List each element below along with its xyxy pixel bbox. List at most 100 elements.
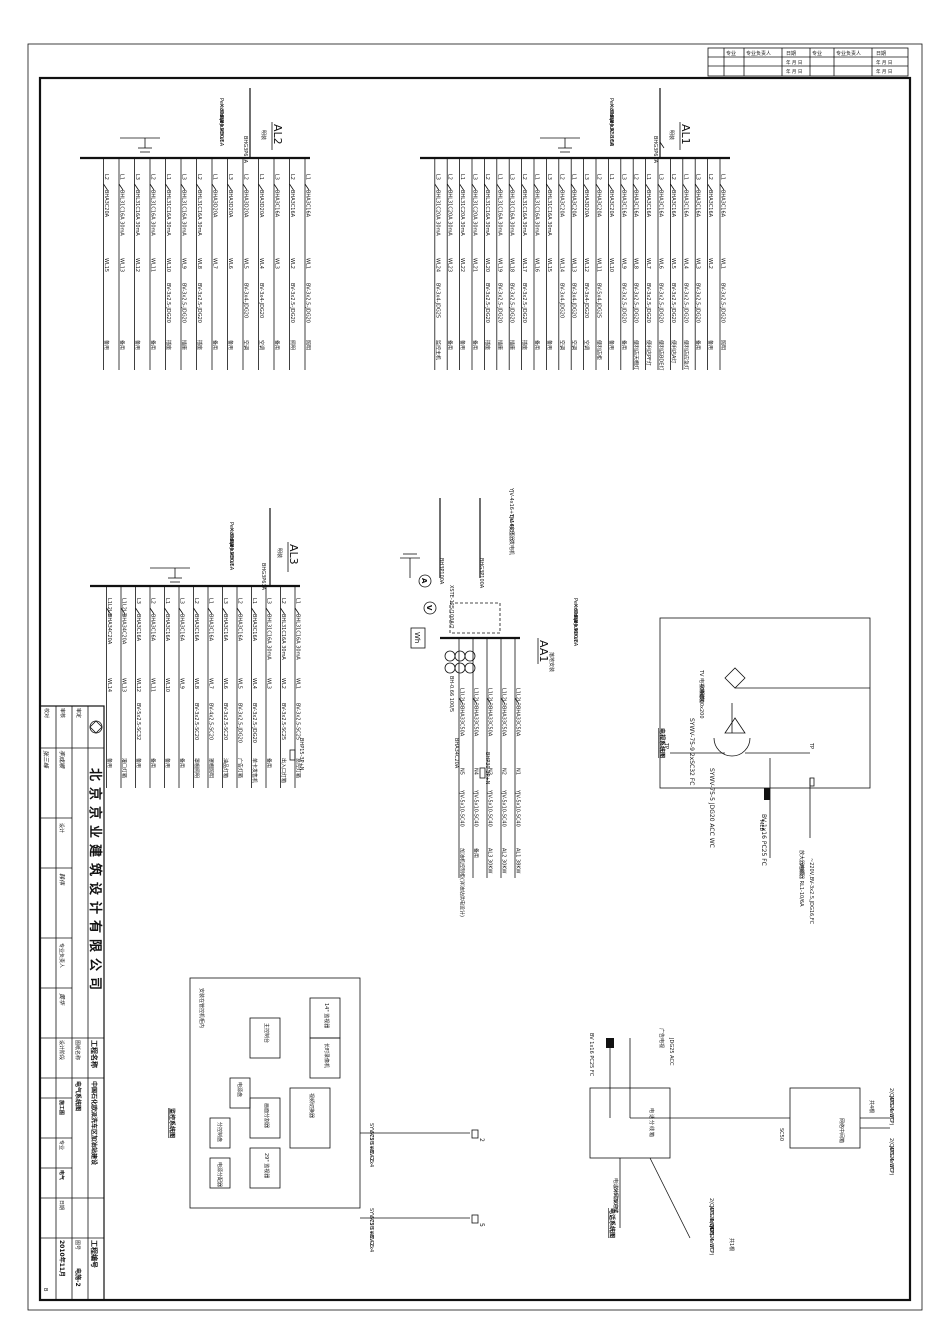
breaker-switch-icon xyxy=(265,607,271,615)
circuit-cable: YJV-5x10-SC40 xyxy=(487,789,493,827)
circuit-cable: BV-3x2.5-JDG20 xyxy=(289,283,295,323)
breaker-switch-icon xyxy=(632,183,638,191)
circuit-phase: L1 xyxy=(645,174,651,180)
al1-param: Cos=0.9 xyxy=(608,110,614,131)
al1-name: AL1 xyxy=(679,124,692,145)
stage-label: 设计阶段 xyxy=(58,1040,65,1060)
circuit-breaker: BHL31C20A 30mA xyxy=(447,190,453,236)
aa1-circuit-row: L1L2L3BHA33C50AN5YJV-5x10-SC40加油机控制柜(详油站… xyxy=(459,638,466,917)
camera-id: 2 xyxy=(478,1138,485,1142)
circuit-cable: BV-3x4-JDG20 xyxy=(571,283,577,318)
al2-param: Ijs=30.5A xyxy=(218,122,224,147)
breaker-switch-icon xyxy=(583,183,588,191)
circuit-breaker: BHA33C50A xyxy=(459,706,465,737)
circuit-id: WL19 xyxy=(496,258,502,272)
cctv-conduit-2: SC25 WC CC xyxy=(368,1216,374,1248)
breaker-switch-icon xyxy=(273,183,279,191)
drawing-title: 电气系统图 xyxy=(74,1081,82,1111)
circuit-id: WL12 xyxy=(135,678,141,692)
al1-param: Pjs=22.8KW xyxy=(608,116,614,146)
circuit-use: 备用 xyxy=(472,340,479,350)
circuit-id: WL17 xyxy=(521,258,527,272)
circuit-phase: L1 xyxy=(165,174,171,180)
aa1-params: Pe=60KW Kx=0.6 Cos=0.9 Pjs=36KW Ijs=60.8… xyxy=(572,598,578,647)
breaker-switch-icon xyxy=(106,607,111,615)
al1-note: 明装 xyxy=(668,130,675,140)
circuit-breaker: BHA3C16A xyxy=(305,190,311,218)
circuit-use: AL2 30KW xyxy=(501,848,507,873)
aa1-ground xyxy=(400,553,420,578)
circuit-use: 备用 xyxy=(266,758,273,768)
circuit-use: 插座 xyxy=(509,340,516,350)
circuit-cable: BV-3x2.5-SC20 xyxy=(222,703,228,740)
breaker-switch-icon xyxy=(521,183,526,191)
circuit-phase: L1 xyxy=(608,174,614,180)
cctv-cable-2: SYV-75-5+BV-2x4 xyxy=(368,1208,374,1252)
date-label: 日期 xyxy=(58,1200,64,1210)
cctv-device: 电源分配器 xyxy=(216,1162,223,1187)
cs-h1: 专业 xyxy=(726,50,736,57)
breaker-switch-icon xyxy=(472,697,478,705)
circuit-phase: L1 xyxy=(571,174,577,180)
al1-circuit-list: L1BHA3C16AWL1BV-3x2.5-JDG20照明L2BHA3C16AW… xyxy=(434,158,726,370)
phone-ground-bar xyxy=(606,1038,614,1048)
circuit-cable: BV-3x2.5-JDG20 xyxy=(670,283,676,323)
circuit-use: AL3 30KW xyxy=(487,848,493,873)
circuit-phase: L3 xyxy=(266,598,272,604)
breaker-switch-icon xyxy=(620,183,626,191)
circuit-id: WL4 xyxy=(682,258,688,269)
cctv-device: 长时录像机 xyxy=(323,1043,330,1068)
circuit-phase: L1 xyxy=(534,174,540,180)
circuit-id: WL18 xyxy=(509,258,515,272)
circuit-use: 便利店天棚灯 xyxy=(633,340,640,370)
circuit-breaker: BHA3C20A xyxy=(571,190,577,218)
circuit-phase: L3 xyxy=(179,598,185,604)
circuit-use: 插座 xyxy=(484,340,491,350)
panel-al2: AL2 明装 BHG3P63A Pe=30KW Kx=0.6 Cos=0.9 P… xyxy=(80,88,311,370)
cs-h3: 日期 xyxy=(786,51,796,57)
al1-params: Pe=38KW Kx=0.6 Cos=0.9 Pjs=22.8KW Ijs=38… xyxy=(608,98,614,147)
cctv-device: 分控制盘 xyxy=(216,1122,223,1142)
circuit-cable: BV-3x2.5-JDG20 xyxy=(251,703,257,743)
circuit-breaker: BHL31C16A 30mA xyxy=(150,190,156,236)
aa1-param: Pjs=36KW xyxy=(572,616,578,642)
cs-h4: 专业 xyxy=(812,50,822,57)
phone-note-2: 共1根 xyxy=(728,1238,735,1251)
circuit-phase: L2 xyxy=(196,174,202,180)
circuit-breaker: BHA3C16A xyxy=(682,190,688,218)
cctv-main-console xyxy=(249,1017,281,1059)
circuit-use: 备用 xyxy=(608,340,615,350)
circuit-id: WL2 xyxy=(707,258,713,269)
circuit-breaker: BHL31C16A 30mA xyxy=(295,614,301,660)
circuit-id: WL3 xyxy=(695,258,701,269)
breaker-switch-icon xyxy=(719,183,725,191)
breaker-switch-icon xyxy=(236,607,242,615)
aa1-ats-label: XSTE-125/100A/2 xyxy=(448,585,454,629)
al1-param: Ijs=38.5A xyxy=(608,122,614,147)
al1-param: Kx=0.6 xyxy=(608,104,614,122)
circuit-use: 罩棚照明 xyxy=(193,758,200,778)
circuit-breaker: BHA3C16A xyxy=(620,190,626,218)
cctv-caption: 监控系统图 xyxy=(168,1108,176,1138)
circuit-breaker: BHA3C16A xyxy=(179,614,185,642)
circuit-cable: BV-3x2.5-SC20 xyxy=(193,703,199,740)
circuit-cable: BV-3x4-JDG20 xyxy=(243,283,249,318)
breaker-switch-icon xyxy=(434,183,440,191)
circuit-use: 空调 xyxy=(558,340,565,350)
tv-caption: 电视系统图 xyxy=(658,728,666,758)
cctv-device: 视频切换器 xyxy=(308,1093,315,1118)
panel-al3: AL3 明装 BHG3P63A Pe=30KW Kx=0.6 Cos=0.9 P… xyxy=(90,508,304,788)
breaker-switch-icon xyxy=(446,183,452,191)
circuit-use: 备用 xyxy=(179,758,186,768)
